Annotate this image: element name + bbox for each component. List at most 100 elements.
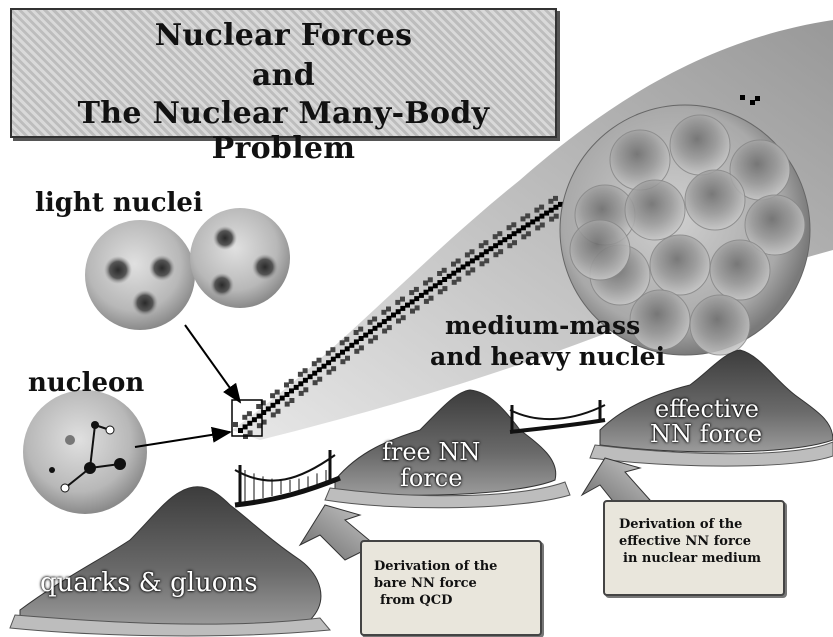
- scroll-bare-line-2: bare NN force: [374, 575, 477, 592]
- nuclide-square: [312, 361, 317, 366]
- arrow-nucleon-to-chart: [135, 432, 230, 447]
- nuclide-square: [475, 255, 480, 260]
- scroll-effective-nn-derivation: Derivation of the effective NN force in …: [603, 500, 785, 596]
- nuclide-square: [451, 262, 456, 267]
- nuclide-square: [553, 196, 558, 201]
- nuclide-square: [535, 217, 540, 222]
- nuclide-square: [284, 382, 289, 387]
- nuclide-square: [447, 274, 452, 279]
- nuclide-square: [442, 277, 447, 282]
- scroll-effective-line-2: effective NN force: [619, 533, 751, 550]
- nuclide-square: [442, 268, 447, 273]
- nuclide-square: [386, 307, 391, 312]
- nuclide-square: [419, 293, 424, 298]
- nuclide-square: [479, 243, 484, 248]
- nuclide-square: [303, 387, 308, 392]
- nuclide-square: [289, 388, 294, 393]
- nuclide-square: [327, 370, 332, 375]
- nuclide-square: [331, 357, 336, 362]
- label-quarks-gluons: quarks & gluons: [40, 568, 258, 598]
- nuclide-square: [271, 412, 276, 417]
- nuclide-square: [498, 249, 503, 254]
- nuclide-square: [322, 364, 327, 369]
- light-nucleus-left: [85, 220, 195, 330]
- nuclide-square: [451, 271, 456, 276]
- nuclide-square: [391, 313, 396, 318]
- nuclide-square: [534, 208, 539, 213]
- nuclide-square: [372, 317, 377, 322]
- label-effective-nn-2: NN force: [650, 420, 762, 448]
- nuclide-square: [303, 378, 308, 383]
- nuclide-square: [424, 299, 429, 304]
- nuclide-square: [526, 231, 531, 236]
- scroll-bare-line-3: from QCD: [380, 592, 452, 609]
- nuclide-square: [428, 277, 433, 282]
- nuclide-square: [368, 329, 373, 334]
- nuclide-square: [410, 309, 415, 314]
- nuclide-square: [275, 390, 280, 395]
- nuclide-square: [373, 335, 378, 340]
- nuclide-square: [340, 340, 345, 345]
- nuclide-square: [521, 225, 526, 230]
- nuclide-square: [298, 381, 303, 386]
- label-light-nuclei: light nuclei: [35, 188, 203, 218]
- nuclide-square: [507, 243, 512, 248]
- nuclide-square: [521, 234, 526, 239]
- nuclide-square: [243, 424, 248, 429]
- nuclide-square: [401, 315, 406, 320]
- nuclide-square: [465, 261, 470, 266]
- nuclide-square: [382, 319, 387, 324]
- island-quarks-gluons: [10, 487, 330, 636]
- nuclide-square: [386, 316, 391, 321]
- nuclide-square: [414, 287, 419, 292]
- nuclide-square: [400, 306, 405, 311]
- nuclide-square: [470, 258, 475, 263]
- nuclide-square: [368, 339, 373, 344]
- nuclide-square: [497, 231, 502, 236]
- nuclide-square: [423, 281, 428, 286]
- nuclide-square: [405, 303, 410, 308]
- nuclide-square: [257, 414, 262, 419]
- nuclide-square: [414, 296, 419, 301]
- nuclide-square: [252, 417, 257, 422]
- nuclide-square: [755, 96, 760, 101]
- light-nucleus-right: [190, 208, 290, 308]
- nuclide-square: [516, 228, 521, 233]
- nuclide-square: [410, 299, 415, 304]
- nuclide-square: [415, 305, 420, 310]
- nuclide-square: [512, 240, 517, 245]
- nuclide-square: [317, 358, 322, 363]
- nuclide-square: [548, 199, 553, 204]
- nuclide-square: [530, 219, 535, 224]
- nuclide-square: [539, 214, 544, 219]
- nuclide-square: [359, 345, 364, 350]
- nuclide-square: [484, 249, 489, 254]
- nuclide-square: [452, 280, 457, 285]
- heavy-nucleon: [690, 295, 750, 355]
- nuclide-square: [470, 267, 475, 272]
- nuclide-square: [493, 243, 498, 248]
- heavy-nucleon: [570, 220, 630, 280]
- nuclide-square: [740, 95, 745, 100]
- nuclide-square: [437, 271, 442, 276]
- label-effective-nn-1: effective: [655, 395, 759, 423]
- nuclide-square: [554, 214, 559, 219]
- heavy-nucleon: [710, 240, 770, 300]
- nuclide-square: [483, 240, 488, 245]
- nuclide-square: [498, 240, 503, 245]
- nuclide-square: [549, 208, 554, 213]
- nuclide-square: [381, 310, 386, 315]
- nuclide-square: [284, 392, 289, 397]
- nuclide-square: [456, 268, 461, 273]
- nuclide-square: [507, 225, 512, 230]
- nuclide-square: [465, 252, 470, 257]
- nuclide-square: [502, 237, 507, 242]
- nuclide-square: [331, 366, 336, 371]
- nuclide-square: [428, 287, 433, 292]
- nuclide-square: [330, 347, 335, 352]
- nuclide-square: [512, 231, 517, 236]
- label-nucleon: nucleon: [28, 368, 144, 398]
- label-free-nn-2: force: [400, 464, 462, 492]
- nuclide-square: [395, 300, 400, 305]
- nuclide-square: [535, 225, 540, 230]
